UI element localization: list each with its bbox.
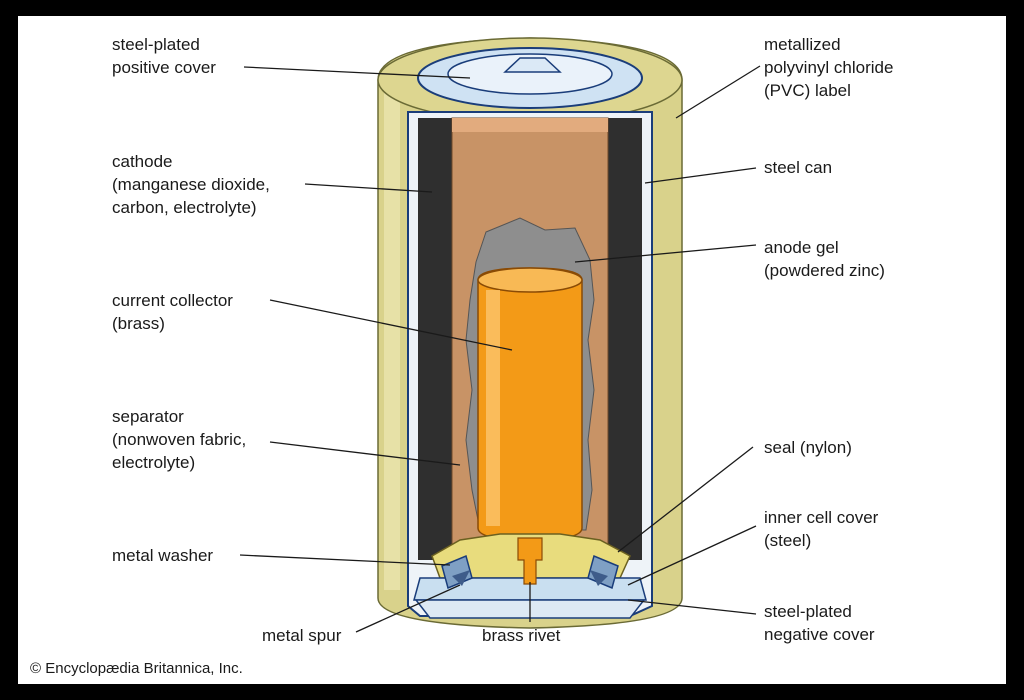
label-line: negative cover <box>764 625 875 644</box>
label-line: metal spur <box>262 626 342 645</box>
metal-spur-right <box>590 570 608 586</box>
leader-current-collector <box>269 299 513 351</box>
leader-cathode <box>304 183 433 193</box>
label-line: polyvinyl chloride <box>764 58 894 77</box>
label-line: (manganese dioxide, <box>112 175 270 194</box>
leader-inner-cell-cover <box>627 525 757 586</box>
current-collector-highlight <box>486 290 500 526</box>
label-line: electrolyte) <box>112 453 196 472</box>
label-line: steel can <box>764 158 833 177</box>
label-line: metallized <box>764 35 841 54</box>
leader-steel-can <box>644 167 757 184</box>
label-line: separator <box>112 407 184 426</box>
label-separator: separator (nonwoven fabric, electrolyte) <box>112 405 246 474</box>
leader-seal <box>617 446 754 553</box>
label-current-collector: current collector (brass) <box>112 289 233 335</box>
leader-lines <box>239 65 761 633</box>
label-line: (steel) <box>764 531 812 550</box>
anode-top-shade <box>452 118 608 132</box>
label-brass-rivet: brass rivet <box>482 624 560 647</box>
current-collector-top <box>477 267 583 293</box>
label-line: cathode <box>112 152 173 171</box>
label-line: positive cover <box>112 58 216 77</box>
leader-separator <box>269 441 461 466</box>
positive-cover-inner <box>447 53 613 95</box>
brass-rivet <box>517 537 543 585</box>
pvc-label-highlight <box>384 90 400 590</box>
label-metal-spur: metal spur <box>262 624 341 647</box>
positive-cover-nub <box>503 57 562 73</box>
label-line: (powdered zinc) <box>764 261 885 280</box>
label-inner-cell-cover: inner cell cover (steel) <box>764 506 878 552</box>
metal-spur-left <box>452 570 470 586</box>
label-line: carbon, electrolyte) <box>112 198 257 217</box>
label-anode-gel: anode gel (powdered zinc) <box>764 236 885 282</box>
copyright-credit: © Encyclopædia Britannica, Inc. <box>30 660 243 677</box>
label-seal: seal (nylon) <box>764 436 852 459</box>
leader-metal-spur <box>355 584 461 633</box>
label-line: brass rivet <box>482 626 561 645</box>
label-negative-cover: steel-plated negative cover <box>764 600 875 646</box>
label-steel-can: steel can <box>764 156 832 179</box>
leader-negative-cover <box>627 599 757 615</box>
label-line: metal washer <box>112 546 214 565</box>
leader-positive-cover <box>243 66 471 79</box>
label-line: (PVC) label <box>764 81 851 100</box>
leader-anode-gel <box>574 244 757 263</box>
label-line: seal (nylon) <box>764 438 852 457</box>
label-line: anode gel <box>764 238 839 257</box>
label-line: current collector <box>112 291 233 310</box>
label-line: steel-plated <box>764 602 852 621</box>
label-line: (nonwoven fabric, <box>112 430 247 449</box>
label-positive-cover: steel-plated positive cover <box>112 33 216 79</box>
leader-pvc-label <box>675 65 761 119</box>
label-line: inner cell cover <box>764 508 879 527</box>
label-line: (brass) <box>112 314 165 333</box>
leader-metal-washer <box>239 554 451 566</box>
label-metal-washer: metal washer <box>112 544 213 567</box>
label-pvc-label: metallized polyvinyl chloride (PVC) labe… <box>764 33 893 102</box>
label-line: steel-plated <box>112 35 200 54</box>
label-cathode: cathode (manganese dioxide, carbon, elec… <box>112 150 270 219</box>
